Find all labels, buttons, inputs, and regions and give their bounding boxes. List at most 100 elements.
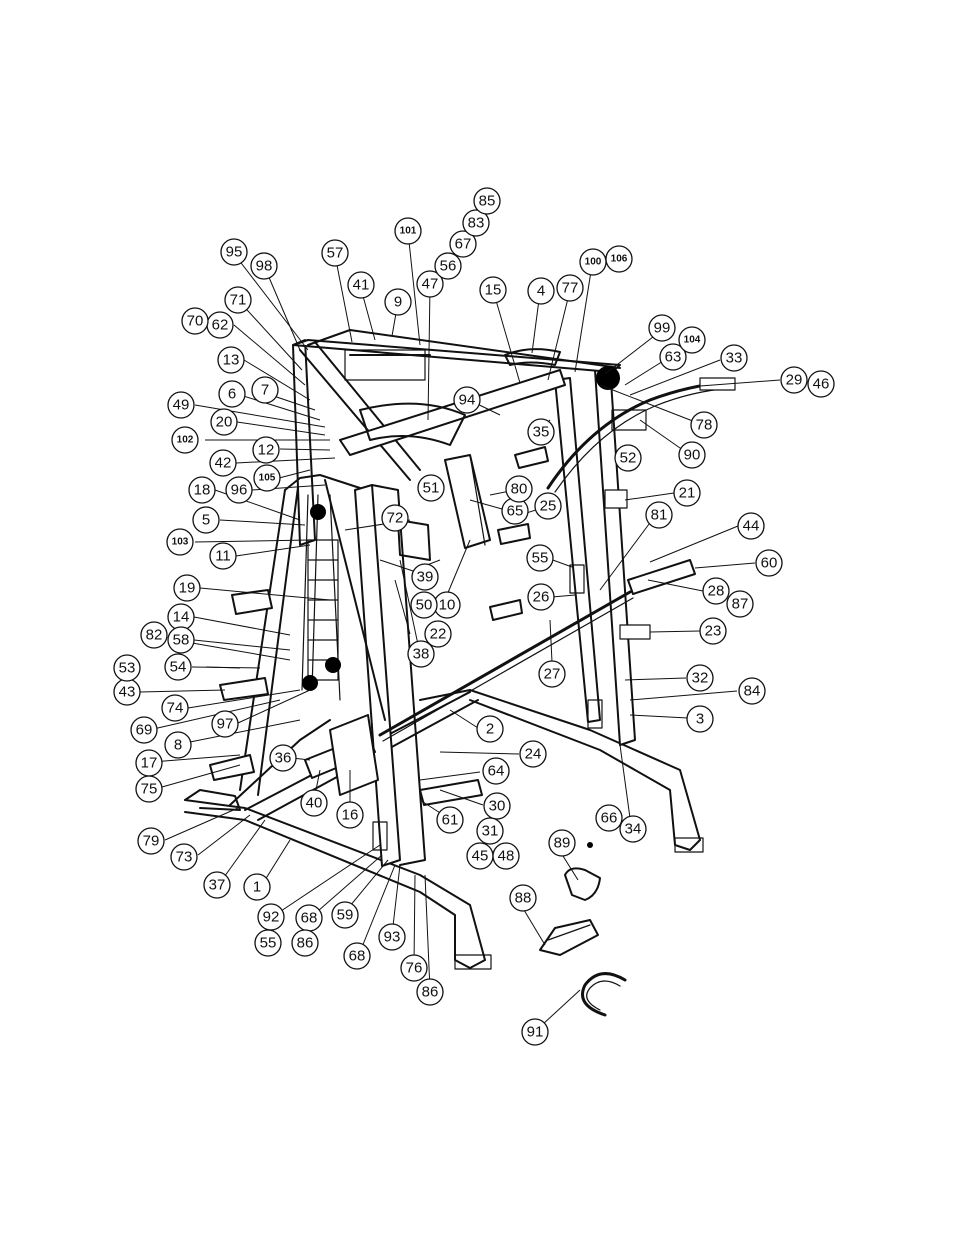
leader-lines	[139, 231, 781, 1026]
part-callout-80: 80	[505, 475, 533, 503]
part-number-43: 43	[119, 684, 136, 701]
part-number-42: 42	[215, 455, 232, 472]
part-callout-74: 74	[161, 694, 189, 722]
part-callout-9: 9	[384, 288, 412, 316]
part-number-3: 3	[696, 711, 704, 728]
part-callout-53: 53	[113, 654, 141, 682]
part-callout-96: 96	[225, 476, 253, 504]
part-number-32: 32	[692, 670, 709, 687]
part-callout-102: 102	[171, 426, 199, 454]
part-number-10: 10	[439, 597, 456, 614]
part-number-54: 54	[170, 659, 187, 676]
part-number-52: 52	[620, 450, 637, 467]
part-number-87: 87	[732, 596, 749, 613]
part-callout-46: 46	[807, 370, 835, 398]
part-callout-87: 87	[726, 590, 754, 618]
part-callout-70: 70	[181, 307, 209, 335]
part-number-45: 45	[472, 848, 489, 865]
part-number-53: 53	[119, 660, 136, 677]
part-number-64: 64	[488, 763, 505, 780]
part-callout-5: 5	[192, 506, 220, 534]
part-number-14: 14	[173, 609, 190, 626]
part-callout-17: 17	[135, 749, 163, 777]
part-number-98: 98	[256, 258, 273, 275]
part-callout-95: 95	[220, 238, 248, 266]
part-callout-21: 21	[673, 479, 701, 507]
part-number-68: 68	[349, 948, 366, 965]
part-callout-57: 57	[321, 239, 349, 267]
part-number-39: 39	[417, 569, 434, 586]
part-callout-24: 24	[519, 740, 547, 768]
part-callout-42: 42	[209, 449, 237, 477]
part-callout-81: 81	[645, 501, 673, 529]
part-callout-77: 77	[556, 274, 584, 302]
part-callout-71: 71	[224, 286, 252, 314]
part-callout-60: 60	[755, 549, 783, 577]
part-callout-76: 76	[400, 954, 428, 982]
part-number-40: 40	[306, 795, 323, 812]
part-number-75: 75	[141, 781, 158, 798]
part-callout-59: 59	[331, 901, 359, 929]
part-callout-8: 8	[164, 731, 192, 759]
part-number-89: 89	[554, 835, 571, 852]
part-number-38: 38	[413, 646, 430, 663]
part-number-76: 76	[406, 960, 423, 977]
part-number-71: 71	[230, 292, 247, 309]
part-number-101: 101	[400, 226, 417, 237]
part-callout-48: 48	[492, 842, 520, 870]
smith-machine-frame	[184, 329, 736, 1017]
part-number-73: 73	[176, 849, 193, 866]
part-callout-12: 12	[252, 436, 280, 464]
part-number-61: 61	[442, 812, 459, 829]
part-callout-28: 28	[702, 577, 730, 605]
part-number-104: 104	[684, 335, 701, 346]
part-number-25: 25	[540, 498, 557, 515]
part-number-5: 5	[202, 512, 210, 529]
part-number-103: 103	[172, 537, 189, 548]
part-callout-19: 19	[173, 574, 201, 602]
part-number-15: 15	[485, 282, 502, 299]
part-number-41: 41	[353, 277, 370, 294]
part-callout-89: 89	[548, 829, 576, 857]
part-callout-2: 2	[476, 715, 504, 743]
part-number-26: 26	[533, 589, 550, 606]
part-callout-41: 41	[347, 271, 375, 299]
part-number-62: 62	[212, 317, 229, 334]
part-number-31: 31	[482, 823, 499, 840]
part-number-93: 93	[384, 929, 401, 946]
part-number-96: 96	[231, 482, 248, 499]
part-callout-61: 61	[436, 806, 464, 834]
part-callout-68-a: 68	[295, 904, 323, 932]
part-number-66: 66	[601, 810, 618, 827]
part-number-88: 88	[515, 890, 532, 907]
part-callout-75: 75	[135, 775, 163, 803]
part-callout-54: 54	[164, 653, 192, 681]
part-number-95: 95	[226, 244, 243, 261]
part-callout-52: 52	[614, 444, 642, 472]
part-callout-94: 94	[453, 386, 481, 414]
part-callout-97: 97	[211, 710, 239, 738]
part-number-91: 91	[527, 1024, 544, 1041]
part-callout-49: 49	[167, 391, 195, 419]
part-callout-38: 38	[407, 640, 435, 668]
part-callout-85: 85	[473, 187, 501, 215]
part-callout-88: 88	[509, 884, 537, 912]
part-number-36: 36	[275, 750, 292, 767]
part-callout-10: 10	[433, 591, 461, 619]
part-number-84: 84	[744, 683, 761, 700]
part-number-56: 56	[440, 258, 457, 275]
part-number-44: 44	[743, 518, 760, 535]
part-number-11: 11	[215, 548, 231, 565]
part-callout-98: 98	[250, 252, 278, 280]
part-callout-45: 45	[466, 842, 494, 870]
part-number-74: 74	[167, 700, 184, 717]
part-callout-104: 104	[678, 326, 706, 354]
part-callout-93: 93	[378, 923, 406, 951]
part-number-18: 18	[194, 482, 211, 499]
part-callout-30: 30	[483, 792, 511, 820]
part-number-85: 85	[479, 193, 496, 210]
part-callout-33: 33	[720, 344, 748, 372]
part-callout-86-a: 86	[291, 929, 319, 957]
part-callout-3: 3	[686, 705, 714, 733]
part-callout-63: 63	[659, 343, 687, 371]
